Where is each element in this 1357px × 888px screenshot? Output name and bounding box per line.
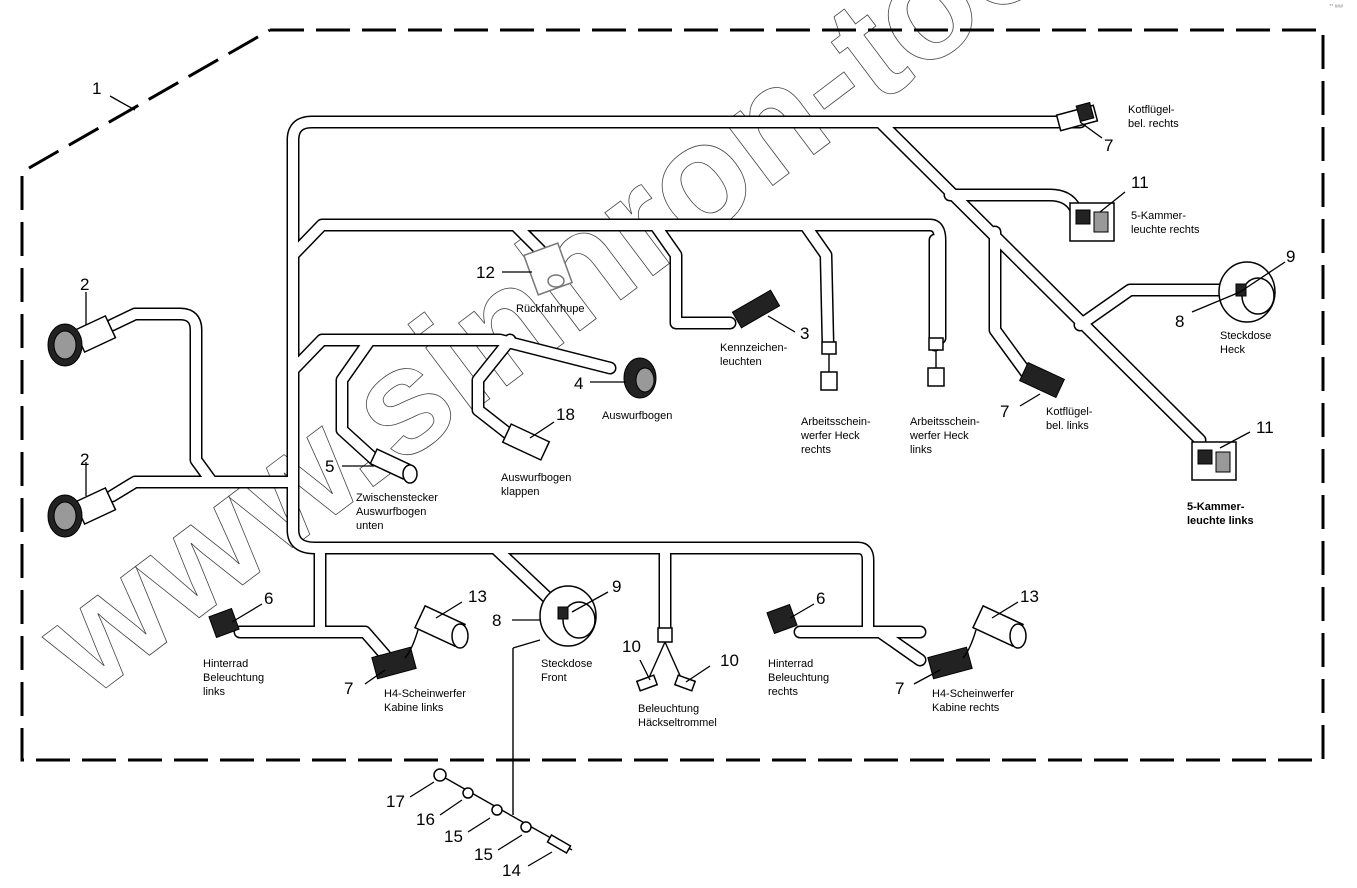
trailer-socket-icon xyxy=(1218,261,1276,323)
callout-10: 10 xyxy=(720,651,739,670)
bolt-icon xyxy=(546,834,572,854)
callout-8: 8 xyxy=(1175,312,1184,331)
work-light-plug-icon xyxy=(820,341,838,391)
label-5-kammer-links: 5-Kammer-leuchte links xyxy=(1187,501,1254,527)
trailer-socket-icon xyxy=(539,585,597,647)
callout-13: 13 xyxy=(1020,587,1039,606)
callout-7: 7 xyxy=(1104,136,1113,155)
h4-bulb-socket-icon xyxy=(404,604,469,659)
callout-3: 3 xyxy=(800,324,809,343)
callout-1: 1 xyxy=(92,79,101,98)
callout-10: 10 xyxy=(622,637,641,656)
callout-6: 6 xyxy=(816,589,825,608)
callout-4: 4 xyxy=(574,374,583,393)
callout-5: 5 xyxy=(325,457,334,476)
multi-pin-plug-icon xyxy=(731,289,781,329)
label-kennzeichenleuchten: Kennzeichen-leuchten xyxy=(720,342,788,368)
callout-numbers: 1 2 2 7 11 9 8 11 12 3 4 7 5 18 6 6 13 1… xyxy=(80,79,1295,880)
callout-2: 2 xyxy=(80,275,89,294)
h4-bulb-socket-icon xyxy=(962,604,1027,659)
callout-8: 8 xyxy=(492,611,501,630)
round-socket-icon xyxy=(623,357,657,399)
plug-connector-icon xyxy=(1055,101,1099,132)
lamp-socket-icon xyxy=(1191,441,1237,481)
callout-18: 18 xyxy=(556,405,575,424)
horn-connector-icon xyxy=(522,242,574,296)
washer-icon xyxy=(462,787,474,799)
lamp-socket-icon xyxy=(1069,202,1115,242)
label-rueckfahrhupe: Rückfahrhupe xyxy=(516,303,585,315)
callout-11: 11 xyxy=(1131,173,1149,192)
callout-17: 17 xyxy=(386,792,405,811)
label-auswurfbogen: Auswurfbogen xyxy=(602,410,672,422)
label-kotfluegel-rechts: Kotflügel-bel. rechts xyxy=(1128,104,1179,130)
round-connector-icon xyxy=(47,314,117,367)
callout-7: 7 xyxy=(895,679,904,698)
round-connector-icon xyxy=(47,486,117,538)
part-labels: Kotflügel-bel. rechts 5-Kammer-leuchte r… xyxy=(203,104,1271,729)
label-kotfluegel-links: Kotflügel-bel. links xyxy=(1046,406,1093,432)
inline-connector-icon xyxy=(369,448,418,484)
mounting-hardware xyxy=(433,648,573,854)
callout-13: 13 xyxy=(468,587,487,606)
assembly-boundary xyxy=(20,28,1325,762)
callout-6: 6 xyxy=(264,589,273,608)
label-5-kammer-rechts: 5-Kammer-leuchte rechts xyxy=(1131,210,1200,236)
callout-2: 2 xyxy=(80,450,89,469)
callout-14: 14 xyxy=(502,861,521,880)
callout-7: 7 xyxy=(344,679,353,698)
corner-mark: ** ### xyxy=(1329,4,1343,10)
h4-plug-icon xyxy=(927,646,973,680)
inline-connector-icon xyxy=(501,423,551,461)
callout-9: 9 xyxy=(612,577,621,596)
plug-connector-icon xyxy=(208,607,240,639)
callout-7: 7 xyxy=(1000,402,1009,421)
spade-terminal-icon xyxy=(635,627,697,692)
plug-connector-icon xyxy=(1018,361,1066,399)
callout-15: 15 xyxy=(474,845,493,864)
callout-11: 11 xyxy=(1256,418,1274,437)
leader-lines xyxy=(85,95,1286,867)
cable-bundle-inner xyxy=(107,117,1230,665)
callout-16: 16 xyxy=(416,810,435,829)
washer-icon xyxy=(491,804,503,816)
plug-connector-icon xyxy=(766,603,798,635)
callout-9: 9 xyxy=(1286,247,1295,266)
callout-12: 12 xyxy=(476,263,495,282)
washer-icon xyxy=(520,821,532,833)
nut-icon xyxy=(433,768,447,782)
work-light-plug-icon xyxy=(927,337,945,387)
callout-15: 15 xyxy=(444,827,463,846)
